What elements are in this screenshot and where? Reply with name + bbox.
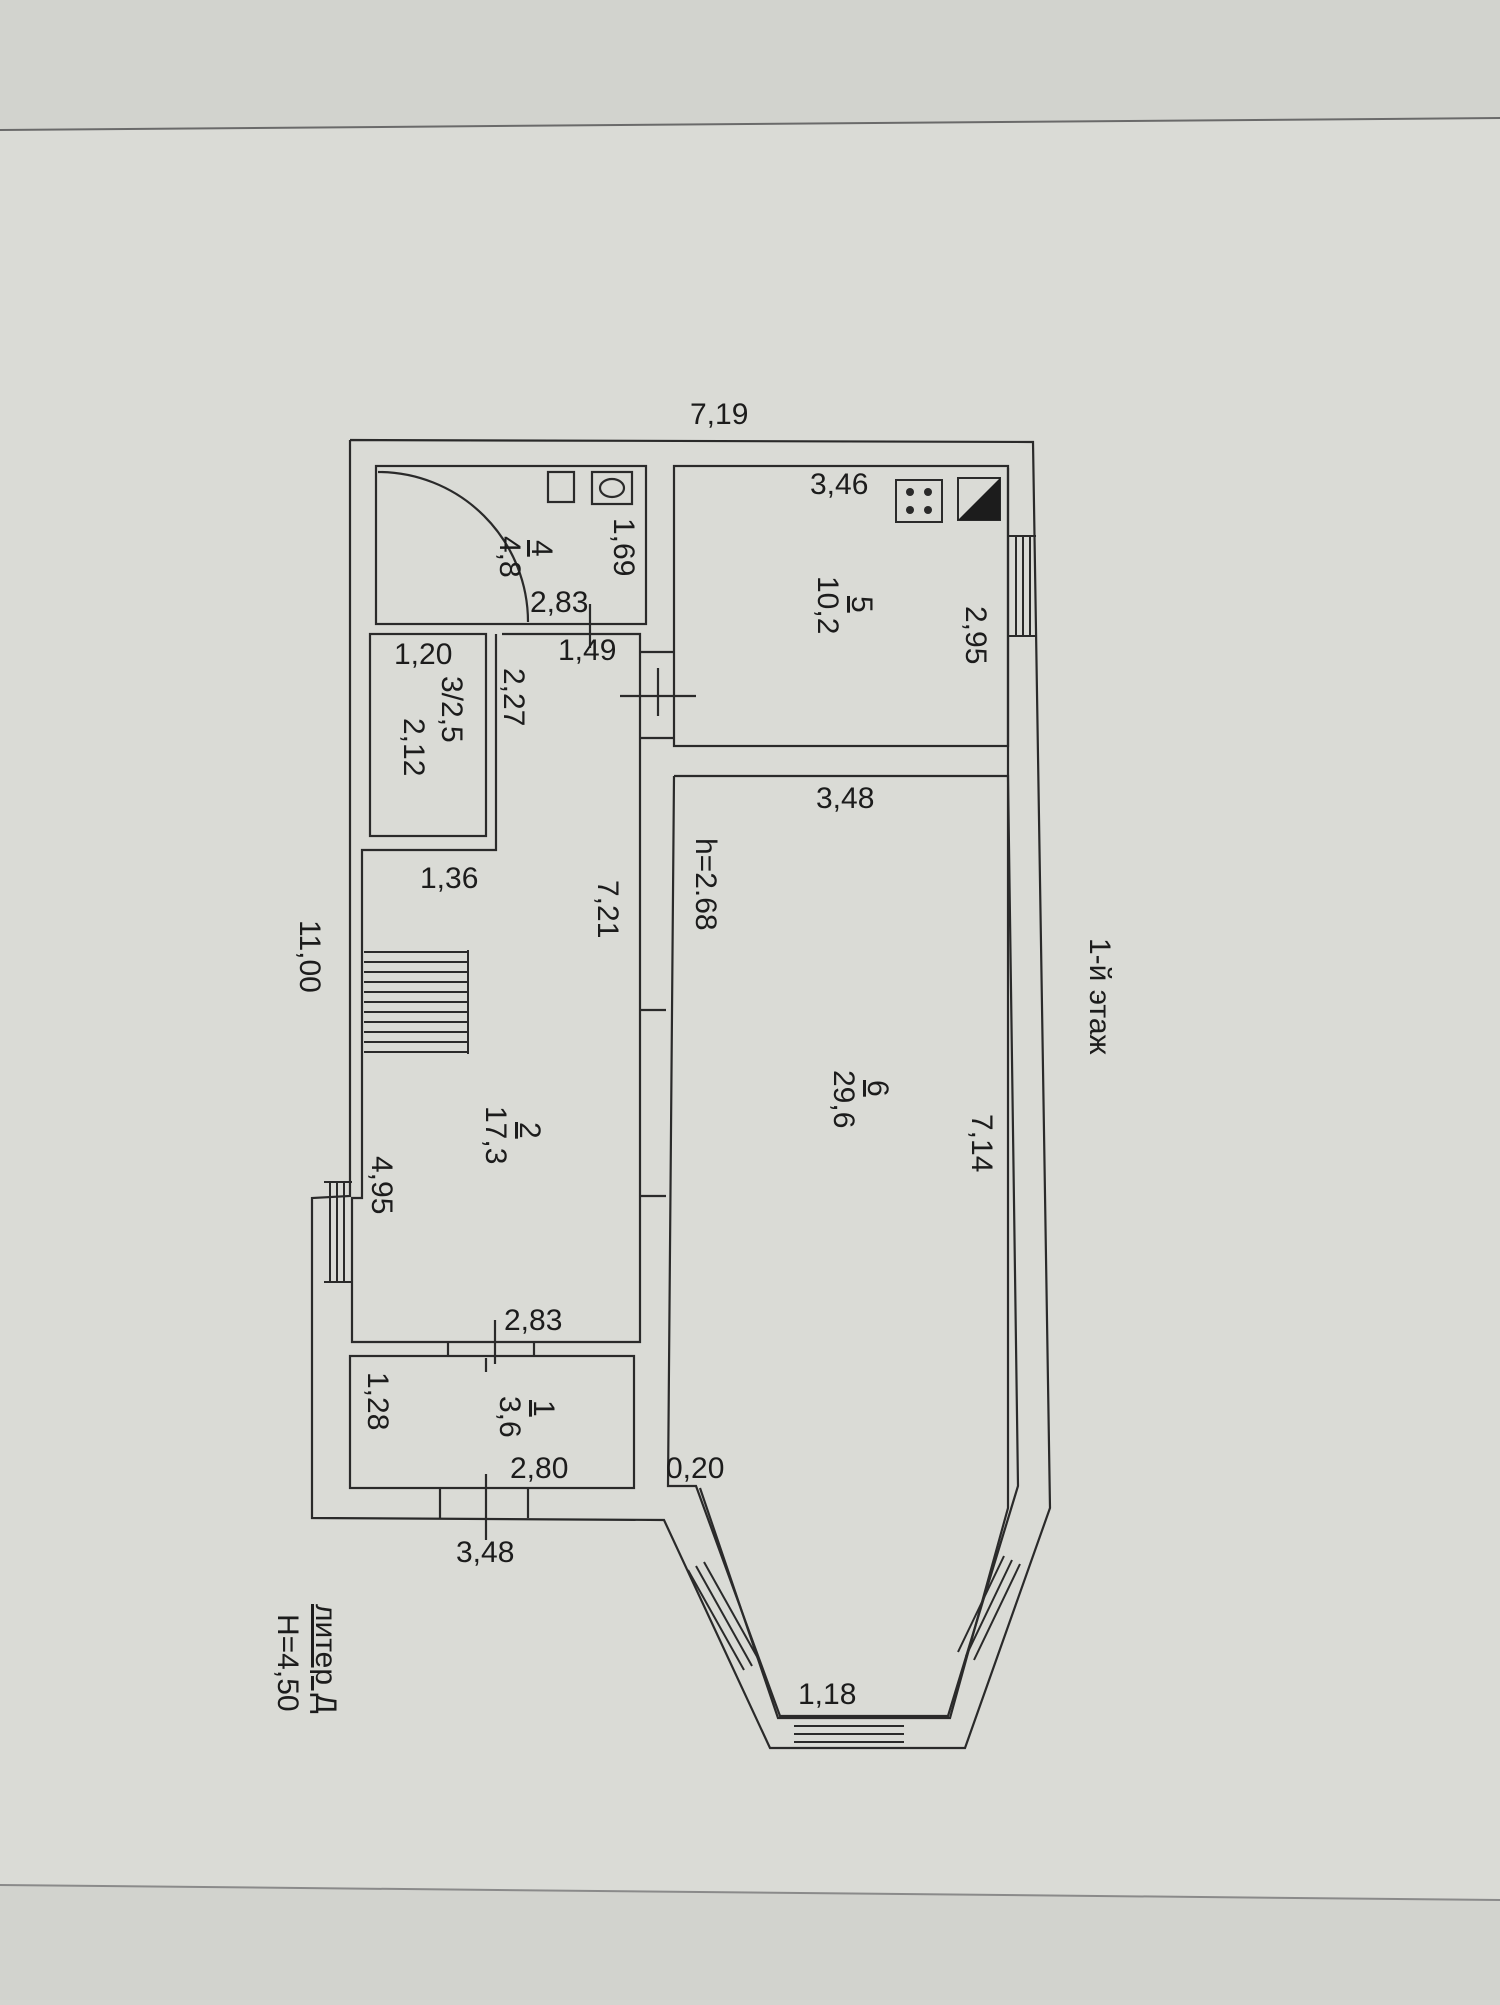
dim-room2-length: 7,21 bbox=[591, 880, 624, 938]
overall-length-label: 11,00 bbox=[293, 920, 326, 993]
room-4-area: 4,8 bbox=[493, 536, 526, 578]
dim-room4-side: 1,69 bbox=[607, 518, 640, 576]
room-6-area: 29,6 bbox=[827, 1070, 860, 1128]
dim-room1-length: 1,28 bbox=[361, 1372, 394, 1430]
room-4-wall bbox=[374, 464, 648, 626]
dim-bay-offset: 0,20 bbox=[666, 1452, 724, 1485]
window-bay-right bbox=[957, 1555, 1021, 1661]
room-2-area: 17,3 bbox=[479, 1106, 512, 1164]
dim-room2-side: 4,95 bbox=[365, 1156, 398, 1214]
dim-room6-width: 3,48 bbox=[816, 782, 874, 815]
overall-width-label: 7,19 bbox=[690, 398, 748, 431]
toilet-bowl-icon bbox=[598, 477, 626, 499]
sheet-bottom-edge bbox=[0, 1884, 1500, 1901]
window-bay-left bbox=[687, 1561, 761, 1671]
dim-room1-width: 2,80 bbox=[510, 1452, 568, 1485]
dim-room5-width: 3,46 bbox=[810, 468, 868, 501]
dim-room3-width: 1,20 bbox=[394, 638, 452, 671]
stairs-icon bbox=[364, 950, 469, 1054]
dim-corridor-width: 1,49 bbox=[558, 634, 616, 667]
dim-room2-width: 2,83 bbox=[504, 1304, 562, 1337]
room-3-label: 3/2,5 bbox=[435, 676, 468, 743]
sheet-top-edge bbox=[0, 117, 1500, 131]
dim-front-width: 3,48 bbox=[456, 1536, 514, 1569]
room-6-wall bbox=[666, 774, 1020, 1718]
room-1-area: 3,6 bbox=[493, 1396, 526, 1438]
room-5-wall bbox=[672, 464, 1010, 748]
dim-room3-length: 2,12 bbox=[397, 718, 430, 776]
sink-icon bbox=[546, 470, 576, 504]
room-2-number: 2 bbox=[513, 1122, 546, 1139]
dim-room6-length: 7,14 bbox=[965, 1114, 998, 1172]
room-5-number: 5 bbox=[845, 596, 878, 613]
window-bay-front bbox=[794, 1725, 904, 1743]
stove-icon bbox=[895, 479, 943, 523]
toilet-icon bbox=[590, 470, 634, 506]
dim-room5-length: 2,95 bbox=[959, 606, 992, 664]
door-swing-arc bbox=[377, 470, 530, 623]
floor-label: 1-й этаж bbox=[1083, 938, 1116, 1055]
room-2-wall bbox=[350, 632, 642, 1344]
room-1-wall bbox=[348, 1354, 636, 1490]
room-5-area: 10,2 bbox=[811, 576, 844, 634]
ceiling-height-label: h=2.68 bbox=[689, 838, 722, 931]
room-1-number: 1 bbox=[527, 1400, 560, 1417]
room-6-number: 6 bbox=[861, 1080, 894, 1097]
room-3-wall bbox=[368, 632, 488, 838]
dim-room3-side: 2,27 bbox=[497, 668, 530, 726]
dim-bay-window: 1,18 bbox=[798, 1678, 856, 1711]
dim-stair-width: 1,36 bbox=[420, 862, 478, 895]
room-4-number: 4 bbox=[525, 540, 558, 557]
window-room2 bbox=[324, 1181, 352, 1283]
window-room5 bbox=[1008, 535, 1036, 637]
dim-room4-width: 2,83 bbox=[530, 586, 588, 619]
liter-label: литер Д bbox=[309, 1604, 342, 1714]
boiler-icon bbox=[957, 477, 1001, 521]
height-label: H=4,50 bbox=[271, 1614, 304, 1712]
